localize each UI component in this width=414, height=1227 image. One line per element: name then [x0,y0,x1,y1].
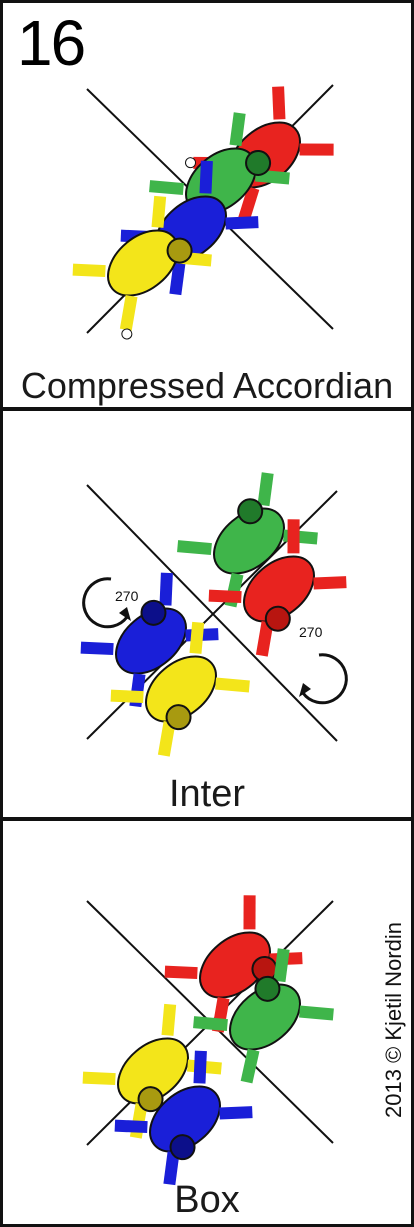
jumper-green-icon [177,472,318,608]
rotation-label: 270 [299,624,323,640]
formation-caption: Compressed Accordian [20,365,394,406]
jumper-yellow-icon [72,195,212,340]
card-number: 16 [17,7,86,79]
formation-panel-inter: 270 270 Inter [0,408,414,820]
formation-diagram [72,84,334,340]
jumper-blue-icon [114,1050,253,1186]
formation-panel-box: Box [0,818,414,1227]
rotate-arrow-icon [299,653,348,705]
credit-text: 2013 © Kjetil Nordin [381,922,406,1118]
formation-diagram: 270 270 [80,472,348,757]
formation-diagram [82,895,334,1186]
rotate-arrow-icon [82,577,131,629]
formation-panel-compressed-accordian: 16 [0,0,414,410]
rotation-label: 270 [115,588,139,604]
formation-caption: Box [174,1179,240,1221]
jumper-blue-icon [80,572,219,708]
formation-caption: Inter [168,773,246,815]
jumper-red-icon [208,519,347,657]
axis-line [86,484,338,742]
jumper-green-icon [193,948,334,1084]
copyright-credit: 2013 © Kjetil Nordin [380,830,408,1210]
jumper-yellow-icon [110,621,250,757]
